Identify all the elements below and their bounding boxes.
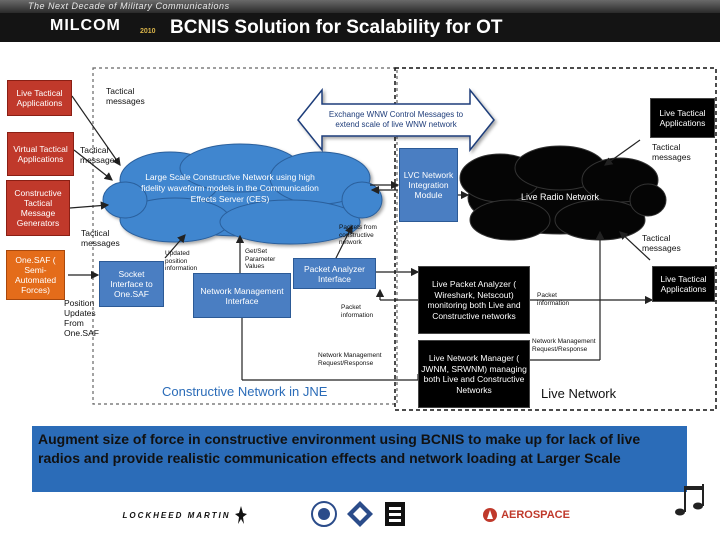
tactical-messages-label-3: Tactical messages bbox=[81, 228, 120, 248]
live-network-label: Live Network bbox=[541, 386, 617, 401]
afcea-icon bbox=[385, 502, 405, 526]
tactical-messages-right-2: Tactical messages bbox=[642, 233, 681, 253]
live-tactical-applications-bottom-right: Live Tactical Applications bbox=[652, 266, 715, 302]
ces-cloud-text: Large Scale Constructive Network using h… bbox=[141, 172, 319, 204]
constructive-tactical-generators-box: Constructive Tactical Message Generators bbox=[6, 180, 70, 236]
network-management-label-2: Network Management Request/Response bbox=[532, 338, 596, 353]
music-notes-icon bbox=[675, 484, 704, 516]
summary-box: Augment size of force in constructive en… bbox=[32, 426, 687, 492]
packet-information-label-1: Packet information bbox=[341, 304, 374, 319]
lvc-integration-module: LVC Network Integration Module bbox=[399, 148, 458, 222]
live-packet-analyzer-box: Live Packet Analyzer ( Wireshark, Netsco… bbox=[418, 266, 530, 334]
onesaf-box: One.SAF ( Semi-Automated Forces) bbox=[6, 250, 65, 300]
constructive-network-label: Constructive Network in JNE bbox=[162, 384, 328, 399]
position-updates-label: Position Updates From One.SAF bbox=[64, 298, 99, 338]
exchange-double-arrow bbox=[297, 87, 495, 153]
header-banner: The Next Decade of Military Communicatio… bbox=[0, 0, 720, 42]
live-tactical-applications-top-right: Live Tactical Applications bbox=[650, 98, 715, 138]
live-region-border bbox=[394, 67, 717, 411]
network-management-interface-box: Network Management Interface bbox=[193, 273, 291, 318]
aerospace-text: AEROSPACE bbox=[501, 509, 570, 521]
packet-analyzer-interface-box: Packet Analyzer Interface bbox=[293, 258, 376, 289]
live-network-manager-box: Live Network Manager ( JWNM, SRWNM) mana… bbox=[418, 340, 530, 408]
constructive-region-border bbox=[92, 67, 398, 405]
lockheed-martin-logo: LOCKHEED MARTIN bbox=[115, 500, 255, 530]
lockheed-martin-text: LOCKHEED MARTIN bbox=[122, 510, 231, 520]
packets-from-constructive-label: Packets from constructive network bbox=[339, 224, 377, 246]
tactical-messages-label-2: Tactical messages bbox=[80, 145, 119, 165]
exchange-arrow-text: Exchange WNW Control Messages to extend … bbox=[328, 110, 464, 129]
slide-title: BCNIS Solution for Scalability for OT bbox=[170, 17, 503, 38]
banner-stripe bbox=[0, 0, 720, 13]
socket-interface-box: Socket Interface to One.SAF bbox=[99, 261, 164, 307]
milcom-logo: MILCOM bbox=[50, 17, 121, 34]
ieee-diamond-icon bbox=[347, 501, 373, 527]
milcom-logo-year: 2010 bbox=[140, 28, 156, 35]
tactical-messages-label-1: Tactical messages bbox=[106, 86, 145, 106]
tactical-messages-right-1: Tactical messages bbox=[652, 142, 691, 162]
get-set-parameter-label: Get/Set Parameter Values bbox=[245, 248, 276, 270]
network-management-label-1: Network Management Request/Response bbox=[318, 352, 382, 367]
aerospace-mark-icon bbox=[483, 508, 498, 522]
updated-position-label: Updated position information bbox=[165, 250, 198, 272]
conference-tagline: The Next Decade of Military Communicatio… bbox=[28, 1, 230, 11]
seal-icon-1 bbox=[311, 501, 337, 527]
packet-information-label-2: Packet information bbox=[537, 292, 570, 307]
live-radio-network-text: Live Radio Network bbox=[520, 192, 600, 202]
ces-cloud-shape bbox=[102, 143, 383, 245]
virtual-tactical-applications-box: Virtual Tactical Applications bbox=[7, 132, 74, 176]
aerospace-logo: AEROSPACE bbox=[476, 500, 576, 530]
live-tactical-applications-box: Live Tactical Applications bbox=[7, 80, 72, 116]
star-icon bbox=[234, 506, 247, 524]
